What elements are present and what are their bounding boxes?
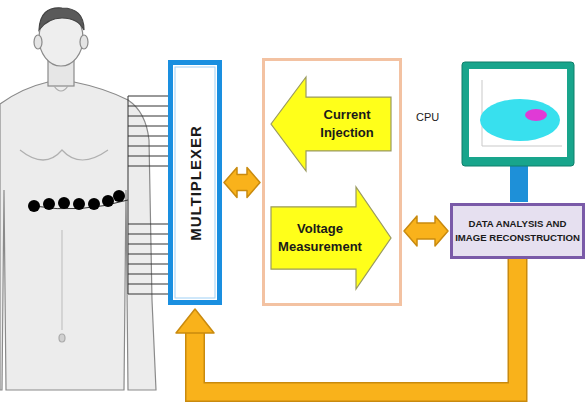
arrowRight-shape <box>270 186 392 290</box>
box-label: MULTIPLEXER <box>187 125 204 241</box>
human-torso <box>0 8 156 390</box>
box-label: DATA ANALYSIS AND IMAGE RECONSTRUCTION <box>455 217 580 245</box>
measurement-unit-box: Current InjectionVoltage Measurement <box>262 58 402 306</box>
connector-arrow <box>404 216 448 246</box>
arrowLeft-shape <box>270 76 392 172</box>
computer-monitor: CPU <box>410 62 575 202</box>
block-arrow: Current Injection <box>270 76 392 172</box>
arrow-label: Voltage Measurement <box>274 220 366 255</box>
multiplexer-box: MULTIPLEXER <box>168 60 222 305</box>
cpu-label: CPU <box>416 111 439 123</box>
connector-arrow <box>224 168 260 198</box>
block-arrow: Voltage Measurement <box>270 186 392 290</box>
electrode-wires <box>34 96 168 294</box>
process-box: DATA ANALYSIS AND IMAGE RECONSTRUCTION <box>450 203 585 259</box>
electrodes <box>28 190 125 212</box>
arrow-label: Current Injection <box>308 106 386 141</box>
monitor-shape <box>410 62 575 202</box>
purple-shape <box>450 203 585 259</box>
